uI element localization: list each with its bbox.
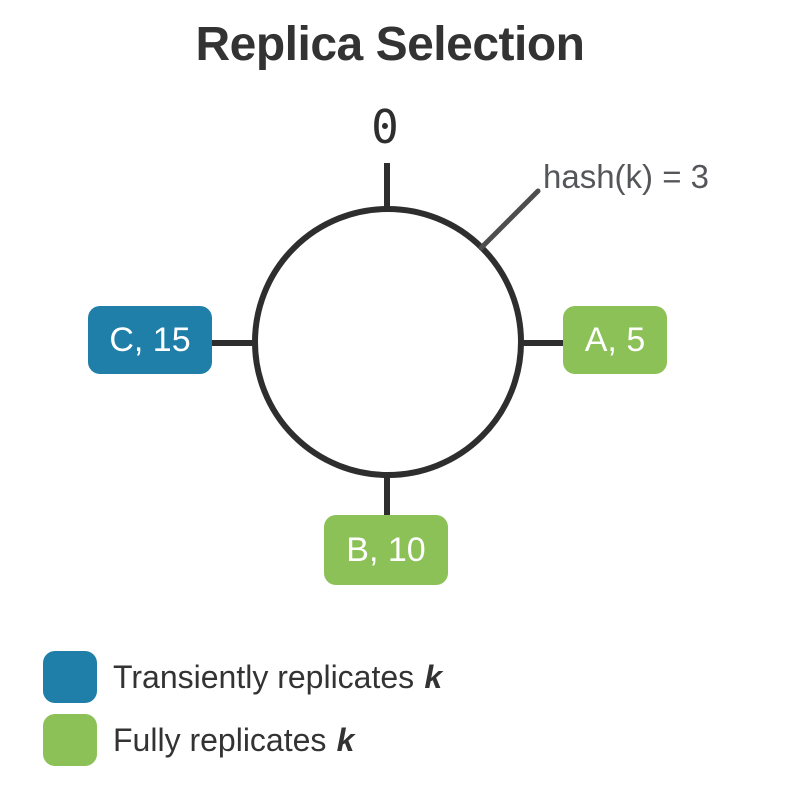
node-a-badge: A, 5 <box>563 306 667 374</box>
key-variable: k <box>336 721 355 758</box>
node-b-badge: B, 10 <box>324 515 448 585</box>
node-a-label: A, 5 <box>584 321 646 359</box>
hash-pointer-line <box>478 188 541 251</box>
legend-swatch-transient <box>43 651 97 703</box>
ring-position-0-label: 0 <box>371 100 399 154</box>
hash-annotation: hash(k) = 3 <box>543 158 709 195</box>
legend-swatch-full <box>43 714 97 766</box>
node-b-label: B, 10 <box>346 531 426 569</box>
node-c-label: C, 15 <box>109 321 191 359</box>
node-c-badge: C, 15 <box>88 306 212 374</box>
diagram-title: Replica Selection <box>195 18 585 71</box>
key-variable: k <box>424 658 443 695</box>
